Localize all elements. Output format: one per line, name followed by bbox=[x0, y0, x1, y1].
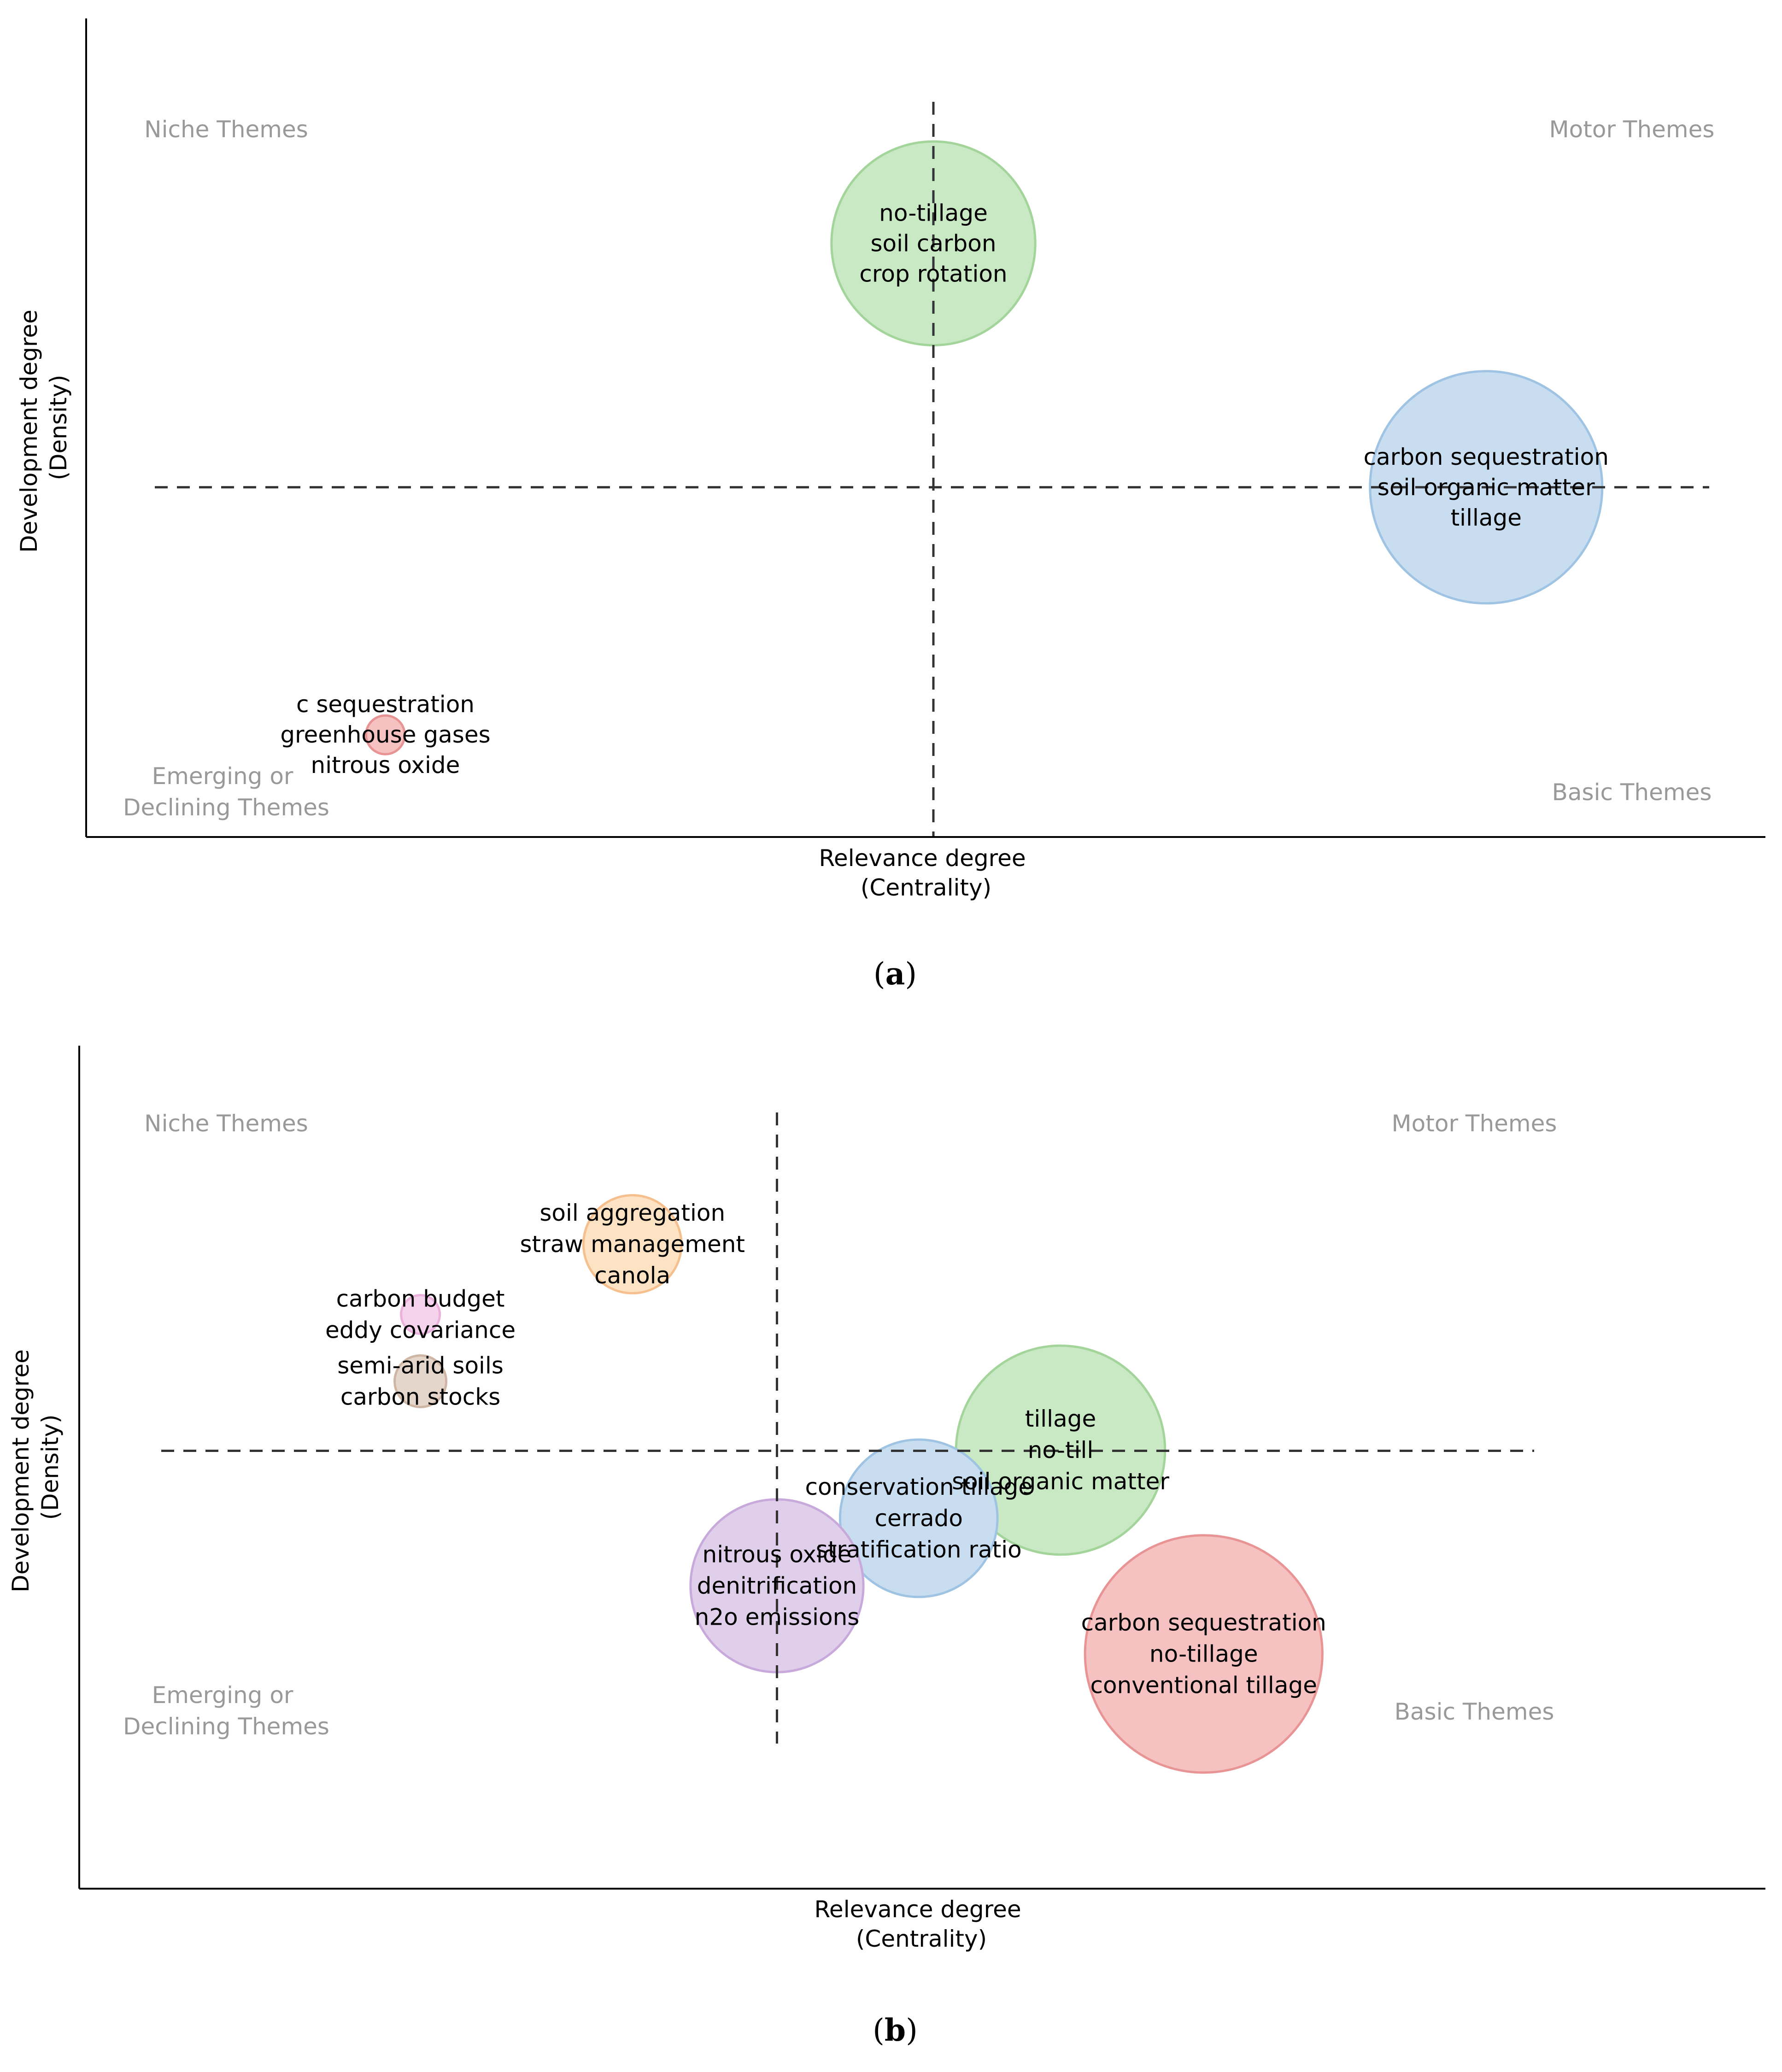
theme-label-3: c sequestration greenhouse gases nitrous o… bbox=[280, 691, 490, 778]
theme-label-line: conventional tillage bbox=[1090, 1672, 1317, 1698]
quadrant-label-motor: Motor Themes bbox=[1392, 1110, 1557, 1137]
quadrant-label-basic: Basic Themes bbox=[1552, 779, 1712, 806]
bubble-layer bbox=[393, 1194, 1324, 1774]
theme-label-line: conservation tillage bbox=[805, 1474, 1032, 1500]
theme-label-line: nitrous oxide bbox=[311, 752, 460, 778]
theme-label-3: semi-arid soils carbon stocks bbox=[337, 1352, 504, 1411]
x-axis-title: Relevance degree (Centrality) bbox=[814, 1896, 1028, 1952]
quadrant-label-emerging: Emerging or Declining Themes bbox=[123, 763, 329, 821]
theme-label-line: soil aggregation bbox=[539, 1200, 725, 1226]
quadrant-label-emerging: Emerging or Declining Themes bbox=[123, 1682, 329, 1740]
theme-label-line: carbon sequestration bbox=[1364, 444, 1609, 470]
theme-label-line: semi-arid soils bbox=[337, 1352, 504, 1379]
theme-label-line: no-tillage bbox=[879, 199, 988, 226]
theme-bubble-1 bbox=[582, 1194, 683, 1294]
theme-label-2: carbon sequestration soil organic matter t… bbox=[1364, 444, 1609, 531]
panel-caption-b: (b) bbox=[873, 2012, 918, 2048]
theme-label-5: conservation tillage cerrado stratificatio… bbox=[805, 1474, 1032, 1563]
theme-label-2: carbon budget eddy covariance bbox=[325, 1286, 516, 1344]
theme-bubble-3 bbox=[393, 1354, 448, 1408]
theme-label-line: carbon budget bbox=[336, 1286, 505, 1312]
quadrant-label-niche: Niche Themes bbox=[144, 1110, 308, 1137]
theme-label-line: soil organic matter bbox=[1378, 474, 1595, 501]
theme-label-layer: soil aggregation straw management canola ca… bbox=[325, 1200, 1326, 1698]
theme-label-line: straw management bbox=[520, 1231, 745, 1258]
panel-a: no-tillage soil carbon crop rotation carbon… bbox=[16, 18, 1765, 992]
theme-label-layer: no-tillage soil carbon crop rotation carbon… bbox=[280, 199, 1609, 778]
theme-label-line: carbon sequestration bbox=[1081, 1609, 1326, 1636]
theme-label-line: carbon stocks bbox=[340, 1384, 500, 1411]
theme-label-6: nitrous oxide denitrification n2o emission… bbox=[695, 1541, 860, 1630]
theme-label-line: denitrification bbox=[697, 1572, 857, 1599]
theme-label-line: c sequestration bbox=[296, 691, 475, 718]
x-axis-title: Relevance degree (Centrality) bbox=[819, 845, 1033, 901]
quadrant-label-niche: Niche Themes bbox=[144, 116, 308, 143]
theme-label-line: soil carbon bbox=[870, 230, 996, 257]
theme-label-4: tillage no-till soil organic matter bbox=[952, 1405, 1169, 1495]
panel-b: soil aggregation straw management canola ca… bbox=[7, 1046, 1765, 2048]
theme-bubble-7 bbox=[1084, 1534, 1324, 1774]
theme-label-line: crop rotation bbox=[859, 260, 1007, 287]
theme-label-1: soil aggregation straw management canola bbox=[520, 1200, 745, 1289]
theme-label-1: no-tillage soil carbon crop rotation bbox=[859, 199, 1007, 287]
quadrant-label-basic: Basic Themes bbox=[1395, 1698, 1554, 1725]
theme-label-line: tillage bbox=[1025, 1405, 1096, 1432]
theme-label-line: n2o emissions bbox=[695, 1604, 860, 1630]
theme-label-line: stratification ratio bbox=[816, 1536, 1022, 1563]
theme-label-line: no-tillage bbox=[1149, 1640, 1258, 1667]
y-axis-title: Development degree (Density) bbox=[7, 1342, 64, 1592]
theme-label-line: no-till bbox=[1028, 1437, 1094, 1463]
theme-label-line: eddy covariance bbox=[325, 1317, 516, 1344]
theme-label-line: soil organic matter bbox=[952, 1468, 1169, 1495]
theme-bubble-2 bbox=[400, 1294, 441, 1335]
theme-bubble-3 bbox=[364, 714, 406, 755]
y-axis-title: Development degree (Density) bbox=[16, 302, 72, 553]
theme-label-line: tillage bbox=[1451, 504, 1522, 531]
quadrant-label-motor: Motor Themes bbox=[1549, 116, 1715, 143]
panel-caption-a: (a) bbox=[873, 956, 917, 992]
theme-label-line: cerrado bbox=[875, 1505, 963, 1532]
theme-label-line: nitrous oxide bbox=[703, 1541, 852, 1568]
theme-label-line: greenhouse gases bbox=[280, 721, 490, 748]
theme-bubble-5 bbox=[838, 1438, 999, 1598]
theme-label-7: carbon sequestration no-tillage convention… bbox=[1081, 1609, 1326, 1698]
theme-label-line: canola bbox=[594, 1262, 670, 1289]
